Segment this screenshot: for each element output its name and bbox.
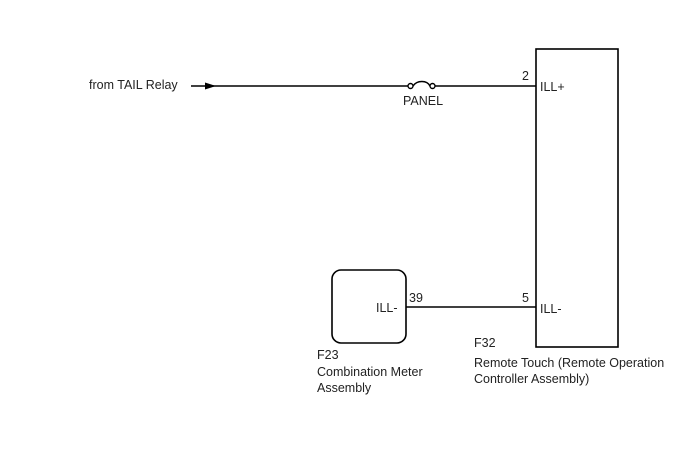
f23-name-line1: Combination Meter (317, 365, 423, 379)
f32-pin-number-ill-plus: 2 (522, 69, 529, 83)
fuse-symbol (412, 80, 431, 87)
f32-name-line2: Controller Assembly) (474, 372, 589, 386)
f23-name-line2: Assembly (317, 381, 372, 395)
fuse-terminal-right (429, 82, 436, 90)
f23-pin-signal-ill-minus: ILL- (376, 301, 398, 315)
source-label: from TAIL Relay (89, 78, 178, 92)
f23-component-box (331, 269, 407, 344)
source-arrow-head (205, 82, 216, 90)
fuse-label: PANEL (403, 94, 443, 108)
f32-pin-signal-ill-minus: ILL- (540, 302, 562, 316)
f32-component-box (535, 48, 619, 348)
f32-code: F32 (474, 336, 496, 350)
f32-pin-signal-ill-plus: ILL+ (540, 80, 565, 94)
fuse-terminal-left (407, 82, 414, 90)
f23-pin-number-ill-minus: 39 (409, 291, 423, 305)
f23-code: F23 (317, 348, 339, 362)
f32-pin-number-ill-minus: 5 (522, 291, 529, 305)
f32-name-line1: Remote Touch (Remote Operation (474, 356, 664, 370)
